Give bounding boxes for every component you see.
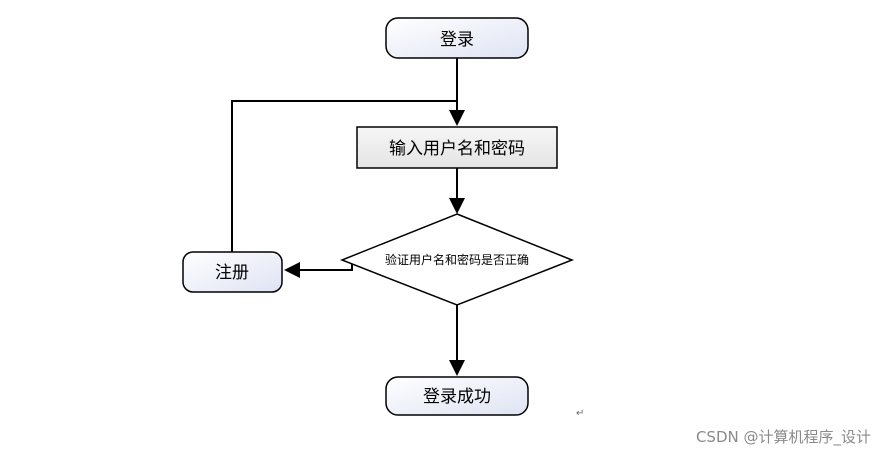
success-node-label: 登录成功 xyxy=(423,387,491,407)
connector-check-to-success xyxy=(449,305,465,376)
connector-start-to-input xyxy=(449,58,465,126)
connector-register-loop-to-input xyxy=(231,100,457,252)
register-node: 注册 xyxy=(182,251,283,293)
watermark: CSDN @计算机程序_设计 xyxy=(695,428,871,446)
check-node-label: 验证用户名和密码是否正确 xyxy=(385,252,529,267)
success-node: 登录成功 xyxy=(385,376,529,416)
check-decision-node: 验证用户名和密码是否正确 xyxy=(339,213,575,306)
input-node-label: 输入用户名和密码 xyxy=(389,139,525,159)
register-node-label: 注册 xyxy=(215,263,249,283)
connector-check-to-register xyxy=(284,259,353,278)
input-node: 输入用户名和密码 xyxy=(356,126,558,169)
return-mark-icon: ↵ xyxy=(576,408,584,419)
connector-input-to-check xyxy=(449,168,465,214)
start-node: 登录 xyxy=(385,17,529,59)
start-node-label: 登录 xyxy=(440,30,474,50)
